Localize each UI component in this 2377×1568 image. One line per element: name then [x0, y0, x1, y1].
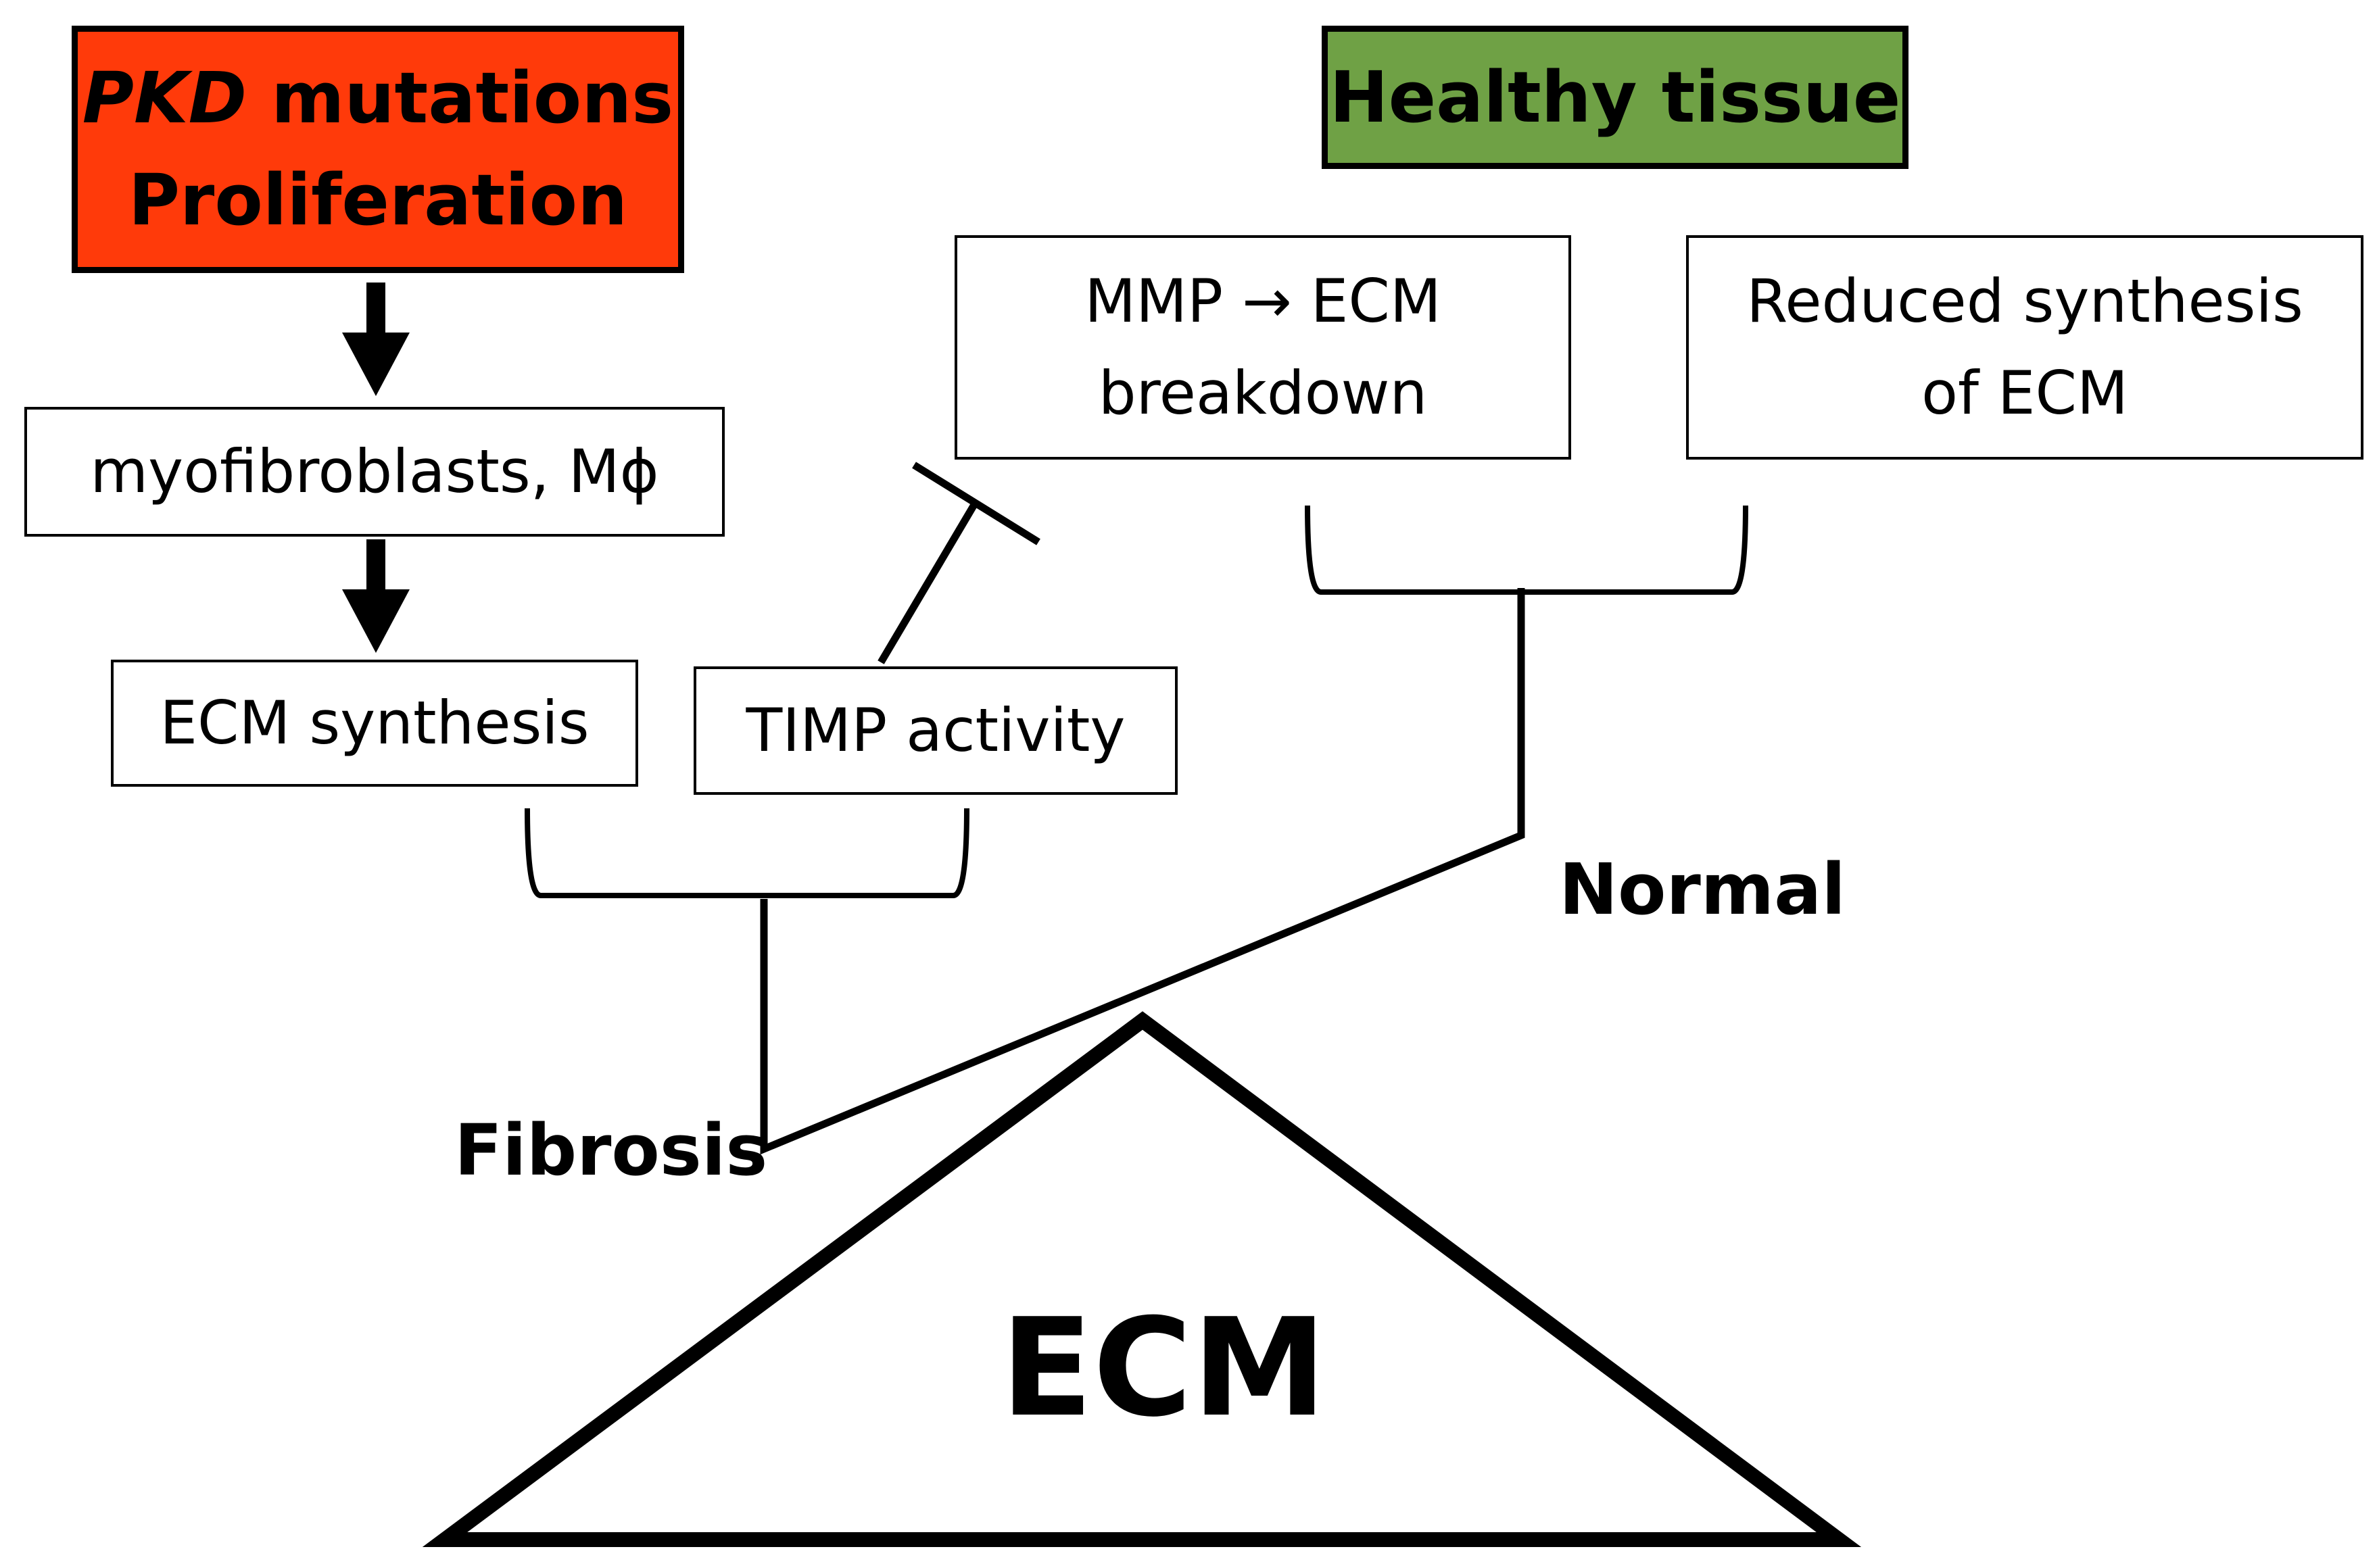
ecm-synthesis-box: ECM synthesis [111, 660, 638, 787]
of-ecm-text: of ECM [1921, 358, 2128, 428]
mmp-breakdown-box: MMP → ECM breakdown [955, 235, 1571, 460]
balance-beam [760, 588, 1525, 1155]
ecm-synthesis-text: ECM synthesis [160, 687, 590, 758]
myofibroblasts-text: myofibroblasts, Mϕ [90, 436, 659, 506]
timp-inhibition-line [878, 501, 978, 664]
pkd-mutations-text: mutations [246, 57, 674, 140]
timp-activity-text: TIMP activity [746, 695, 1126, 765]
healthy-tissue-text: Healthy tissue [1329, 55, 1901, 139]
fulcrum-triangle [422, 1011, 1862, 1547]
arrow-pkd-to-myofibroblasts [342, 283, 410, 396]
pkd-mutations-box: PKD mutations Proliferation [72, 26, 684, 273]
timp-activity-box: TIMP activity [694, 666, 1178, 795]
breakdown-text: breakdown [1098, 358, 1428, 428]
ecm-fulcrum-label: ECM [1001, 1290, 1327, 1447]
arrow-myofibroblasts-to-ecm-synthesis [342, 539, 410, 653]
mmp-ecm-text: MMP → ECM [1084, 266, 1441, 336]
reduced-synthesis-box: Reduced synthesis of ECM [1686, 235, 2363, 460]
timp-inhibition-bar [912, 462, 1040, 545]
fibrosis-label: Fibrosis [454, 1109, 768, 1192]
reduced-synthesis-text: Reduced synthesis [1746, 266, 2303, 336]
normal-bracket [1305, 505, 1748, 595]
normal-label: Normal [1559, 848, 1846, 931]
healthy-tissue-box: Healthy tissue [1322, 26, 1908, 169]
pkd-gene-label: PKD [82, 57, 247, 140]
myofibroblasts-box: myofibroblasts, Mϕ [24, 407, 725, 537]
fibrosis-bracket [525, 808, 969, 898]
proliferation-text: Proliferation [128, 159, 628, 241]
